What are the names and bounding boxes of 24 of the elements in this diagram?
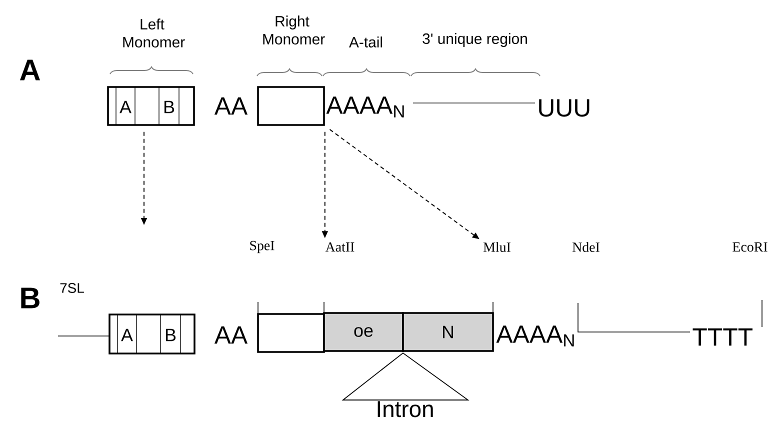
bracket-label: A-tail [349, 36, 382, 48]
monomer-box: A B [107, 86, 195, 126]
sequence-text: AAAA$_{N}$ [326, 96, 404, 118]
bracket-label: 3' unique region [422, 33, 527, 47]
panel-letter: A [20, 60, 40, 80]
enzyme-site-label: EcoRI [732, 242, 768, 252]
sequence-label: 7SL [60, 283, 84, 293]
bracket-label: Left Monomer [123, 18, 185, 48]
bracket-label: Right Monomer [263, 16, 325, 44]
monomer-box: A B [108, 314, 196, 354]
monomer-box [257, 86, 325, 126]
node-label: Intron [378, 401, 433, 418]
enzyme-site-label: SpeI [250, 240, 274, 254]
sequence-text: AA [214, 97, 248, 115]
sequence-text: UUU [539, 99, 590, 117]
exon-box: N [402, 312, 494, 352]
exon-box: oe [323, 312, 404, 352]
panel-letter: B [21, 288, 40, 308]
enzyme-site-label: NdeI [572, 242, 600, 252]
enzyme-site-label: MluI [483, 242, 510, 252]
sequence-text: TTTT [692, 328, 752, 346]
sequence-text: AA [214, 326, 248, 344]
enzyme-site-label: AatII [325, 242, 354, 252]
sequence-text: AAAA$_{N}$ [496, 326, 574, 346]
